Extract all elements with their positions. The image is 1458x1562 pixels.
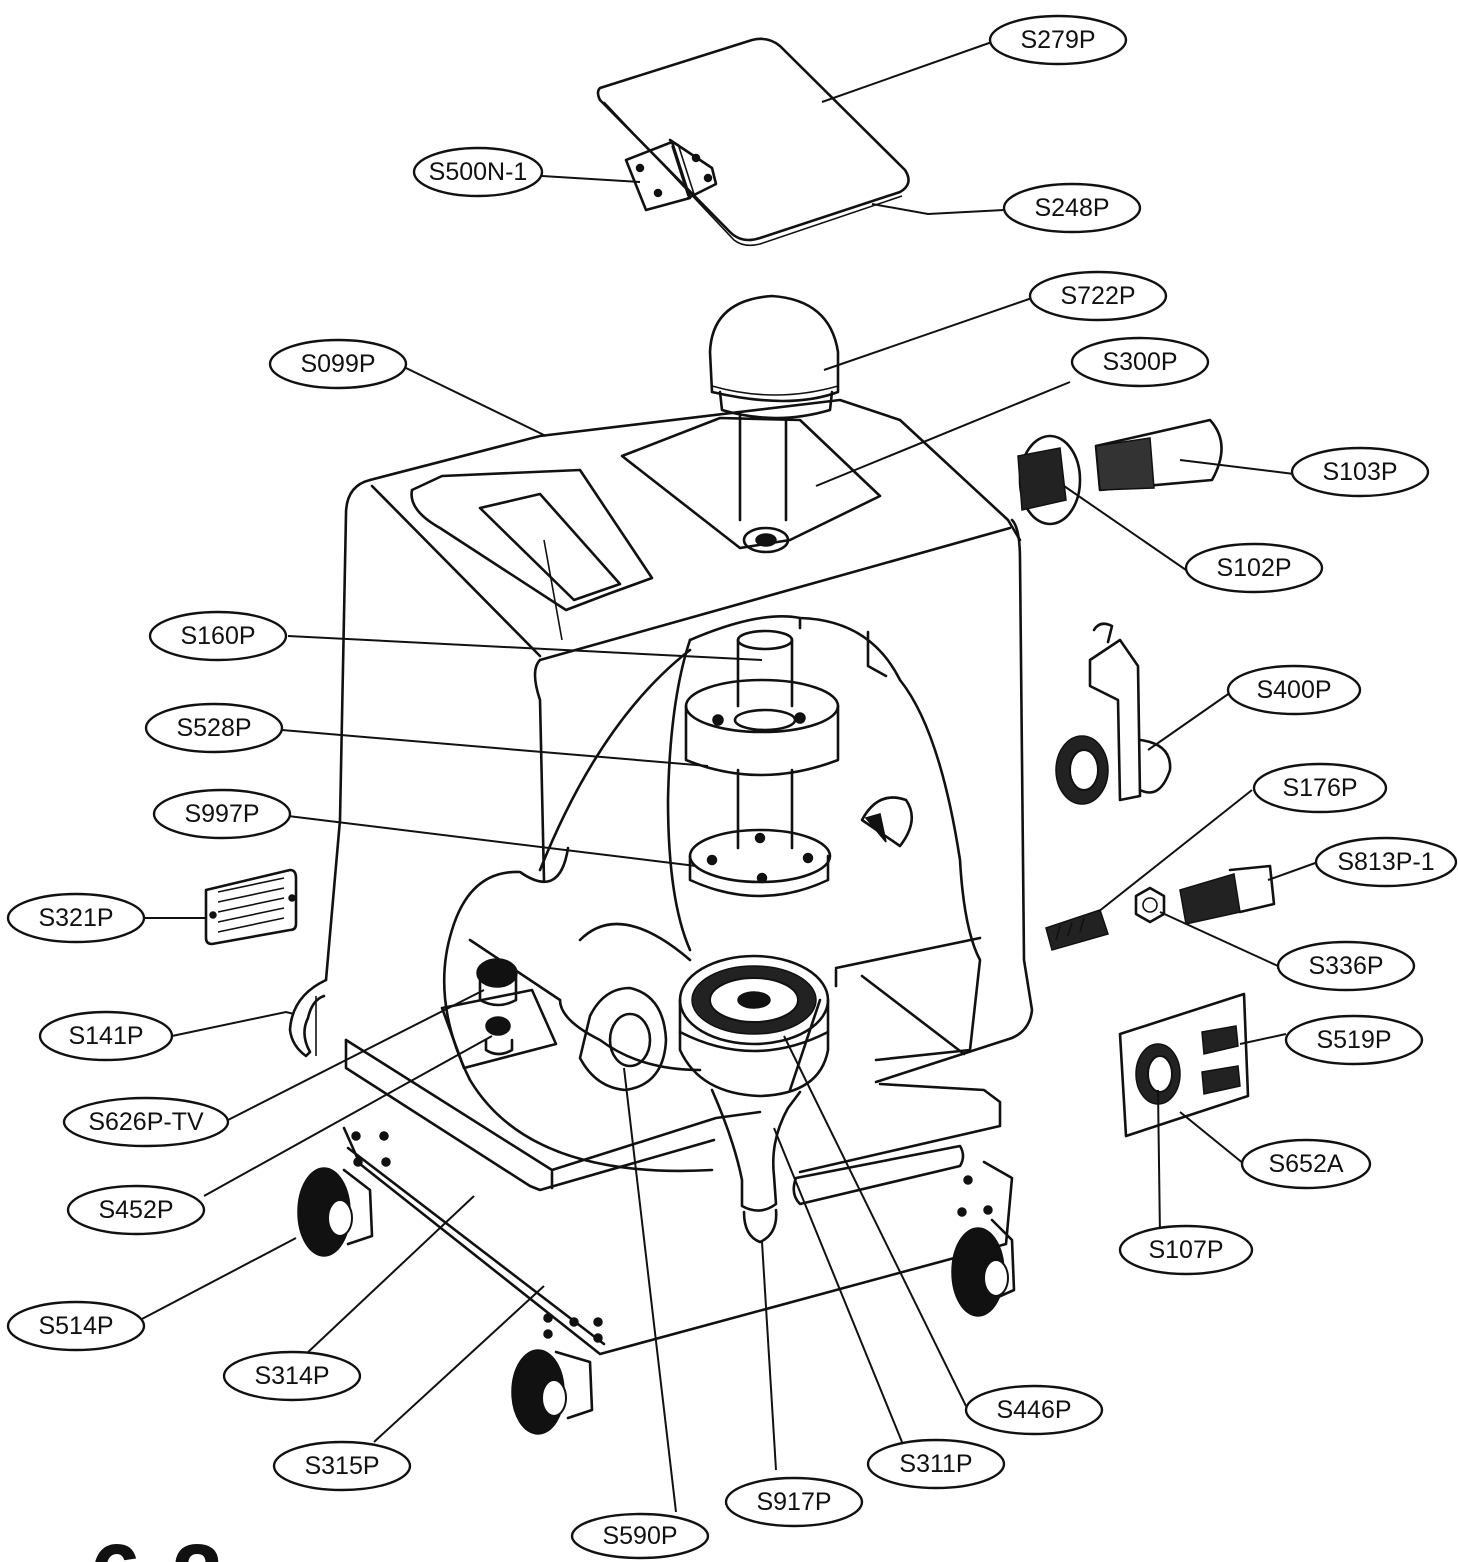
svg-text:S314P: S314P [254, 1362, 329, 1390]
svg-text:S099P: S099P [300, 350, 375, 378]
callouts: S279P S500N-1 S248P S722P S099P S300P S1… [6, 14, 1458, 1560]
callout-s917p: S917P [724, 1476, 864, 1528]
motor-assembly-drawing [684, 629, 914, 898]
callout-s321p: S321P [6, 892, 146, 944]
callout-s160p: S160P [148, 610, 288, 662]
svg-text:S997P: S997P [184, 800, 259, 828]
filter-drawing [578, 986, 668, 1092]
callout-s722p: S722P [1028, 270, 1168, 322]
svg-text:S300P: S300P [1102, 348, 1177, 376]
svg-text:S813P-1: S813P-1 [1337, 848, 1434, 876]
svg-text:S917P: S917P [756, 1488, 831, 1516]
figure-number: 6-2 [90, 1526, 223, 1562]
svg-text:S528P: S528P [176, 714, 251, 742]
svg-text:S452P: S452P [98, 1196, 173, 1224]
svg-text:S176P: S176P [1282, 774, 1357, 802]
svg-text:S321P: S321P [38, 904, 113, 932]
svg-text:S315P: S315P [304, 1452, 379, 1480]
callout-s336p: S336P [1276, 940, 1416, 992]
callout-s514p: S514P [6, 1300, 146, 1352]
callout-s311p: S311P [866, 1438, 1006, 1490]
svg-text:S519P: S519P [1316, 1026, 1391, 1054]
callout-s315p: S315P [272, 1440, 412, 1492]
cutaway-drawing [442, 615, 982, 1173]
callout-s446p: S446P [964, 1384, 1104, 1436]
dome-drawing [708, 294, 840, 554]
svg-text:S500N-1: S500N-1 [429, 158, 528, 186]
svg-text:S279P: S279P [1020, 26, 1095, 54]
hose-hook-drawing [288, 978, 328, 1058]
svg-text:S652A: S652A [1268, 1150, 1343, 1178]
callout-s997p: S997P [152, 788, 292, 840]
callout-s528p: S528P [144, 702, 284, 754]
callout-s626p-tv: S626P-TV [62, 1096, 230, 1148]
leader-lines [139, 41, 1319, 1513]
svg-text:S103P: S103P [1322, 458, 1397, 486]
callout-s500n-1: S500N-1 [412, 146, 544, 198]
svg-text:S446P: S446P [996, 1396, 1071, 1424]
switch-drawing [440, 958, 558, 1070]
machine-drawing [204, 37, 1276, 1435]
callout-s652a: S652A [1240, 1138, 1372, 1190]
svg-text:S248P: S248P [1034, 194, 1109, 222]
lid-drawing [596, 37, 910, 247]
svg-text:S160P: S160P [180, 622, 255, 650]
svg-text:S141P: S141P [68, 1022, 143, 1050]
svg-text:S336P: S336P [1308, 952, 1383, 980]
svg-text:S102P: S102P [1216, 554, 1291, 582]
hinge-drawing [624, 138, 718, 212]
callout-s176p: S176P [1252, 762, 1388, 814]
svg-text:S400P: S400P [1256, 676, 1331, 704]
callout-s279p: S279P [988, 14, 1128, 66]
callout-s314p: S314P [222, 1350, 362, 1402]
callout-s400p: S400P [1226, 664, 1362, 716]
callout-s300p: S300P [1070, 336, 1210, 388]
svg-text:S590P: S590P [602, 1522, 677, 1550]
callout-s102p: S102P [1184, 542, 1324, 594]
callout-s103p: S103P [1290, 446, 1430, 498]
callout-s813p-1: S813P-1 [1314, 836, 1458, 888]
callout-s248p: S248P [1002, 182, 1142, 234]
callout-s590p: S590P [570, 1512, 710, 1560]
callout-s099p: S099P [268, 338, 408, 390]
callout-s519p: S519P [1284, 1014, 1424, 1066]
callout-s141p: S141P [38, 1010, 174, 1062]
tank-body-drawing [324, 398, 1034, 1192]
vent-drawing [204, 868, 298, 946]
callout-s107p: S107P [1118, 1224, 1254, 1276]
svg-text:S514P: S514P [38, 1312, 113, 1340]
fittings-drawing [1017, 418, 1276, 951]
svg-text:S626P-TV: S626P-TV [88, 1108, 204, 1136]
svg-text:S722P: S722P [1060, 282, 1135, 310]
caster-drawing [297, 1167, 1016, 1435]
svg-text:S311P: S311P [899, 1450, 972, 1478]
callout-s452p: S452P [66, 1184, 206, 1236]
svg-text:S107P: S107P [1148, 1236, 1223, 1264]
pump-drawing [678, 954, 830, 1244]
dolly-frame-drawing [342, 1126, 1014, 1356]
